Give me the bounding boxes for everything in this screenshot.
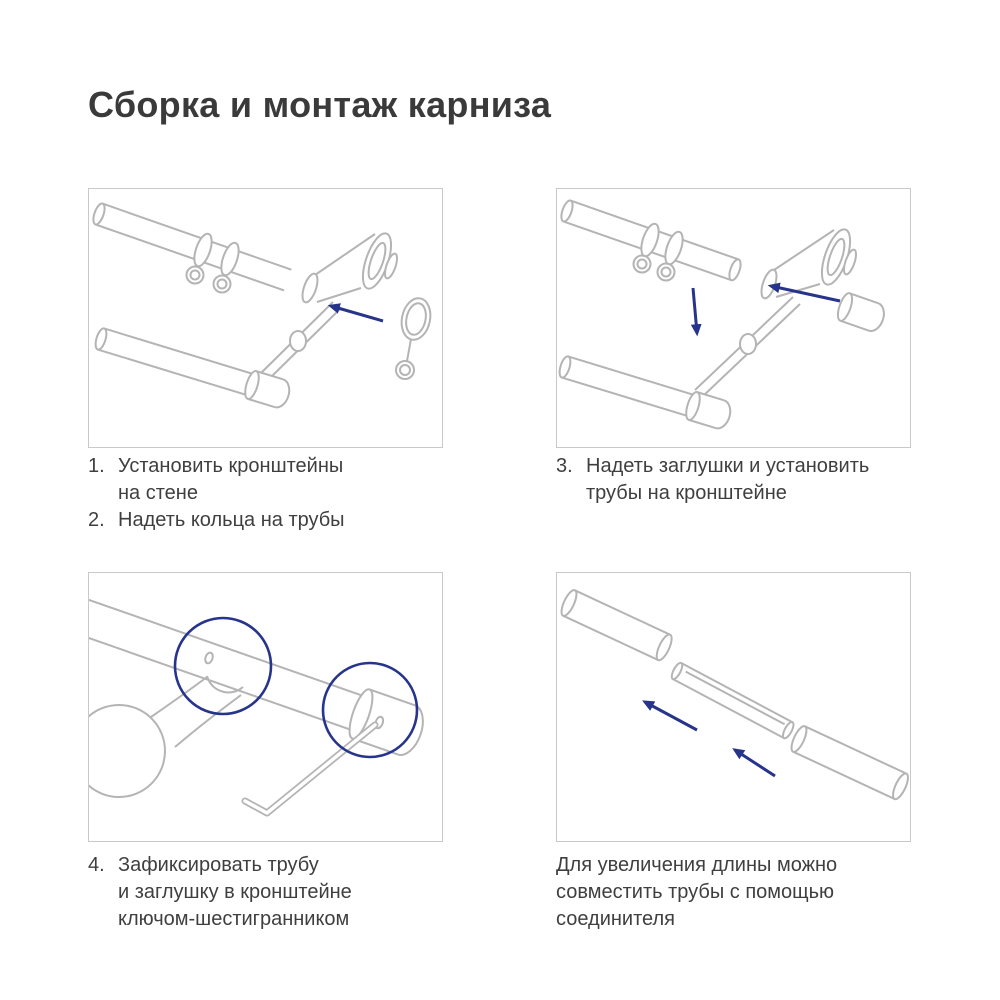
hex-key <box>241 721 379 817</box>
connector-piece <box>670 661 795 740</box>
step1-drawing <box>92 202 432 409</box>
caption-number: 2. <box>88 509 105 531</box>
caption-steps-1-2: 1. Установить кронштейны на стене 2. Над… <box>88 453 458 534</box>
caption-item: 2. Надеть кольца на трубы <box>88 507 458 534</box>
direction-arrow-icon <box>327 303 384 323</box>
connector-drawing <box>560 589 909 801</box>
highlight-circle-bracket-screw <box>173 616 273 716</box>
direction-arrow-icon <box>642 700 698 732</box>
page-title: Сборка и монтаж карниза <box>88 84 552 126</box>
caption-step-4: 4. Зафиксировать трубу и заглушку в крон… <box>88 852 458 933</box>
illustration-panel-step3 <box>556 188 911 448</box>
loose-end-cap <box>836 292 885 332</box>
caption-text: Надеть заглушки и установить трубы на кр… <box>586 455 870 504</box>
caption-connector-note: Для увеличения длины можно совместить тр… <box>556 852 926 933</box>
caption-item: 4. Зафиксировать трубу и заглушку в крон… <box>88 852 458 933</box>
illustration-panel-connector <box>556 572 911 842</box>
step3-drawing <box>558 199 885 430</box>
caption-number: 1. <box>88 455 105 477</box>
direction-arrow-icon <box>732 748 776 778</box>
caption-item: 3. Надеть заглушки и установить трубы на… <box>556 453 926 507</box>
highlight-circle-cap-screw <box>321 661 419 759</box>
tube-a <box>560 589 673 662</box>
caption-step-3: 3. Надеть заглушки и установить трубы на… <box>556 453 926 507</box>
caption-item: 1. Установить кронштейны на стене <box>88 453 458 507</box>
caption-text: Установить кронштейны на стене <box>118 455 344 504</box>
wall-bracket <box>258 232 399 383</box>
lower-rod <box>558 355 697 418</box>
illustration-panel-step1 <box>88 188 443 448</box>
curtain-rings <box>632 222 684 282</box>
illustration-panel-step4 <box>88 572 443 842</box>
step4-drawing <box>89 597 424 817</box>
curtain-rings <box>185 232 240 294</box>
tube-closeup <box>89 597 371 733</box>
direction-arrow-icon <box>767 282 841 303</box>
caption-text: Надеть кольца на трубы <box>118 509 345 531</box>
caption-text: Для увеличения длины можно совместить тр… <box>556 854 838 930</box>
tube-b <box>790 725 909 801</box>
caption-number: 3. <box>556 455 573 477</box>
upper-rod <box>92 202 292 292</box>
lower-rod <box>94 327 256 397</box>
end-cap-with-screw <box>348 688 424 756</box>
bracket-arm <box>89 651 244 798</box>
down-arrow-icon <box>690 287 702 337</box>
caption-number: 4. <box>88 854 105 876</box>
caption-text: Зафиксировать трубу и заглушку в кронште… <box>118 854 352 930</box>
wall-bracket <box>694 228 858 398</box>
rod-end-cap <box>685 391 732 430</box>
spare-ring <box>395 297 432 380</box>
rod-end-cap <box>244 370 291 409</box>
